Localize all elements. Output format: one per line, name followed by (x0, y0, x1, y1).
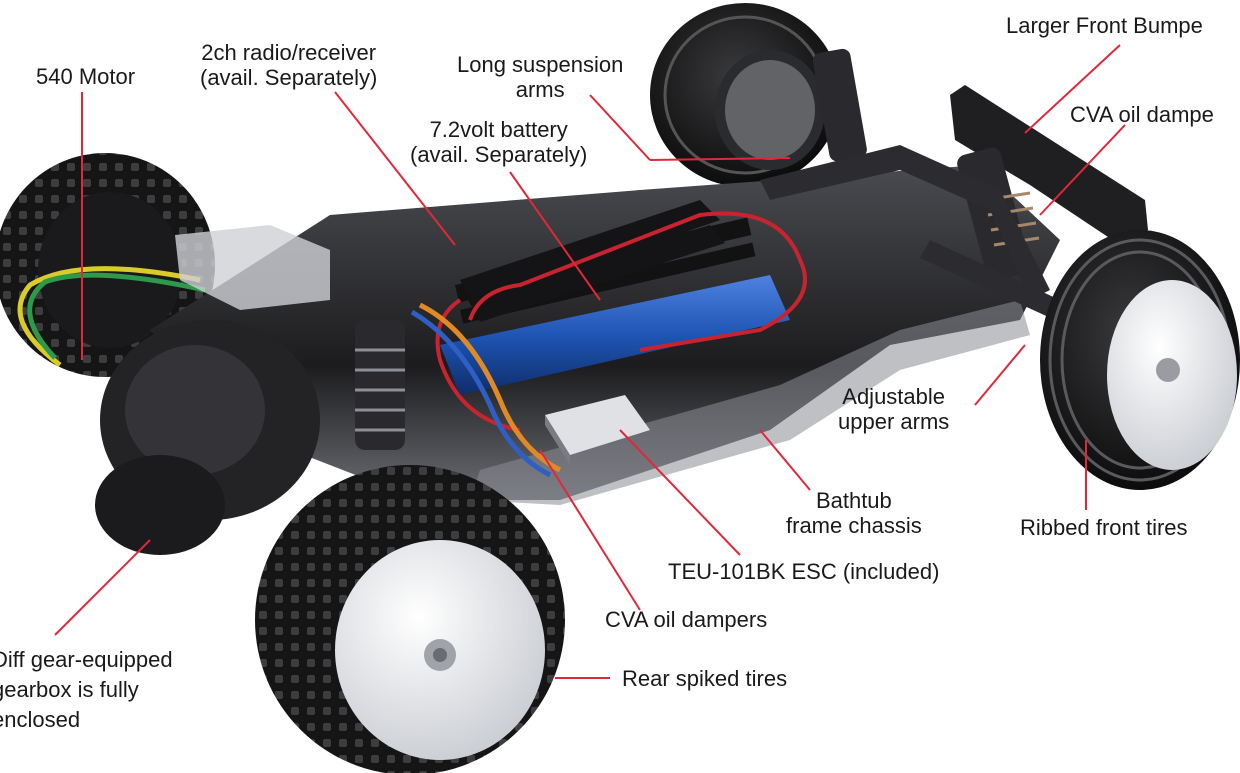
front-suspension (760, 48, 1060, 320)
leader-bumper (1024, 44, 1121, 134)
label-suspension-arms: Long suspension arms (457, 52, 624, 102)
front-left-tire (650, 3, 840, 187)
label-gearbox: Diff gear-equipped gearbox is fully encl… (0, 647, 173, 732)
leader-suspension-2 (649, 157, 791, 161)
esc-unit (545, 395, 650, 465)
rear-right-tire (255, 465, 565, 773)
label-radio-receiver: 2ch radio/receiver (avail. Separately) (200, 40, 378, 90)
receiver-mount (175, 225, 330, 310)
motor-wires (410, 302, 562, 478)
leader-cva-rear (539, 449, 641, 611)
label-cva-front: CVA oil dampe (1070, 102, 1214, 127)
front-right-tire (1040, 230, 1240, 490)
label-cva-rear: CVA oil dampers (605, 607, 768, 632)
label-upper-arms: Adjustable upper arms (838, 384, 950, 434)
red-wiring (435, 211, 807, 432)
leader-battery (509, 171, 601, 301)
chassis-rim (470, 300, 1030, 505)
label-front-tires: Ribbed front tires (1020, 515, 1188, 540)
label-540-motor: 540 Motor (36, 64, 136, 89)
leader-suspension (589, 94, 651, 161)
label-battery: 7.2volt battery (avail. Separately) (410, 117, 588, 167)
leader-gearbox (54, 539, 151, 636)
leader-cva-front (1039, 124, 1126, 216)
heatsink (460, 200, 725, 322)
rear-shock (355, 320, 405, 450)
leader-chassis (759, 429, 811, 491)
rear-gearbox (95, 320, 320, 555)
front-bumper (950, 85, 1148, 245)
label-bathtub-chassis: Bathtub frame chassis (786, 488, 922, 538)
leader-esc (619, 429, 741, 556)
label-front-bumper: Larger Front Bumpe (1006, 13, 1203, 38)
label-esc: TEU-101BK ESC (included) (668, 559, 940, 584)
leader-lines (54, 44, 1126, 679)
leader-receiver (334, 91, 456, 246)
label-rear-tires: Rear spiked tires (622, 666, 788, 691)
leader-upper-arms (974, 344, 1026, 406)
motor-leads (17, 266, 206, 367)
